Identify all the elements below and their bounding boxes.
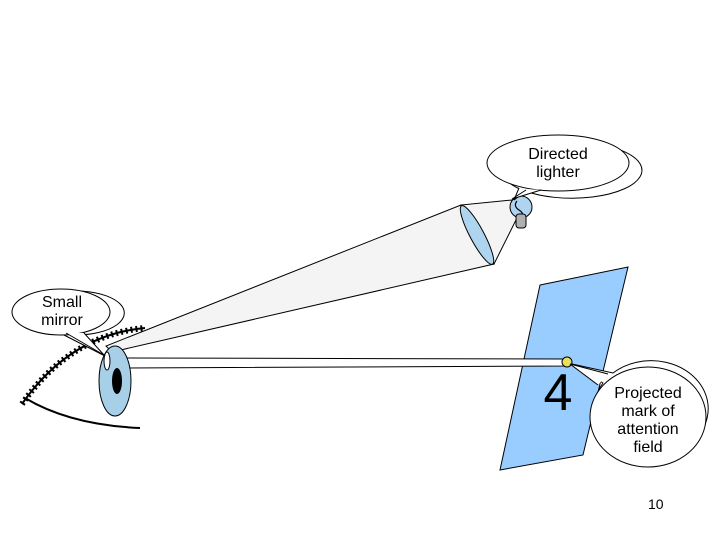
projected-mark-symbol: 4 (544, 364, 573, 422)
projection-screen (499, 266, 629, 471)
projected-dot (561, 356, 573, 368)
small-mirror (103, 351, 111, 371)
label-projected-mark: Projected mark of attention field (614, 385, 682, 456)
condenser-lens (459, 205, 495, 265)
lighter-bulb-icon (509, 195, 533, 229)
page-number: 10 (648, 496, 664, 512)
label-small-mirror: Small mirror (41, 294, 83, 329)
label-directed-lighter: Directed lighter (528, 146, 588, 181)
